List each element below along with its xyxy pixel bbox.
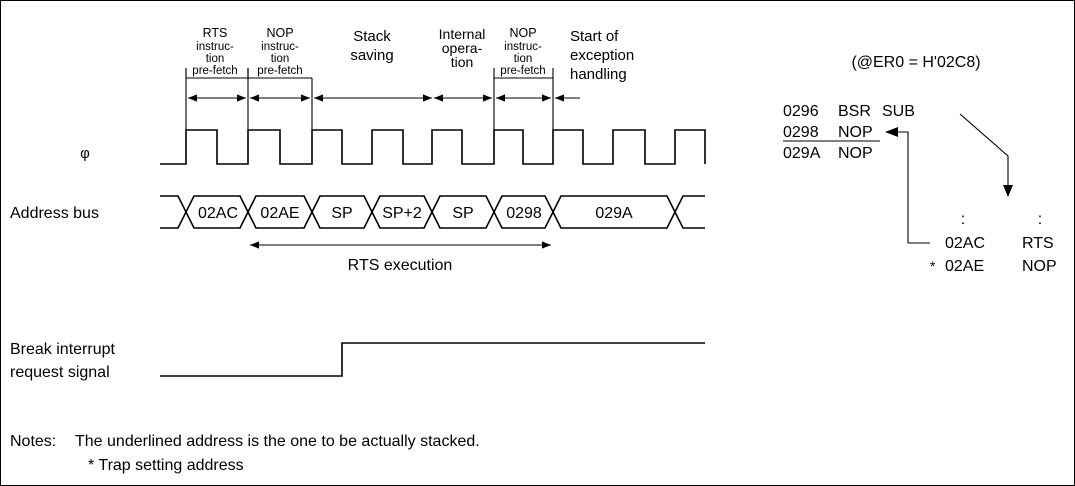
phase-4-line-3: tion [451,54,474,70]
address-bus-waveform [160,195,705,229]
phase-boundaries [185,68,554,130]
break-interrupt-waveform [160,342,705,377]
trap-marker: * [930,258,936,274]
clock-waveform [160,129,706,165]
addr-value-02ae: 02AE [260,205,299,222]
call-arrow-head [1003,185,1013,197]
phase-labels: RTS instruc- tion pre-fetch NOP instruc-… [192,26,634,83]
register-note: (@ER0 = H'02C8) [851,54,980,71]
addr-value-sp-2: SP [452,205,473,222]
mem-row-1-operand: SUB [882,103,915,120]
mem-sub-row-1-addr: 02AC [945,235,985,252]
mem-sub-row-2-mnemonic: NOP [1022,258,1057,275]
phase-1-line-4: pre-fetch [192,65,237,77]
phase-5-box [493,68,554,79]
addr-value-0298: 0298 [506,205,542,222]
break-interrupt-label-2: request signal [10,364,110,381]
phase-label-boxes [185,68,554,79]
addr-value-029a: 029A [595,205,633,222]
phase-2-line-3: tion [271,53,290,65]
phase-3-line-2: saving [350,47,393,64]
addr-value-02ac: 02AC [198,205,238,222]
phase-6-line-3: handling [570,66,627,83]
mem-sub-row-2-addr: 02AE [945,258,984,275]
phase-1-line-3: tion [206,53,225,65]
phase-1-line-1: RTS [203,26,228,40]
phase-5-line-2: instruc- [504,41,542,53]
address-bus-values: 02AC 02AE SP SP+2 SP 0298 029A [198,205,633,222]
rts-execution-label: RTS execution [348,257,453,274]
phase-3-line-1: Stack [353,28,391,45]
phase-internal-operation: Internal opera- tion [439,26,486,70]
phase-6-line-1: Start of [570,28,619,45]
return-arrow-head [885,127,898,137]
mem-row-2-mnemonic: NOP [838,124,873,141]
clock-label: φ [80,145,90,162]
mem-ellipsis-addr: : [961,211,965,228]
notes-line-1: The underlined address is the one to be … [75,433,480,450]
notes-line-2: * Trap setting address [88,457,244,474]
mem-row-3-addr: 029A [783,145,821,162]
phase-rts-prefetch: RTS instruc- tion pre-fetch [192,26,237,77]
memory-map: (@ER0 = H'02C8) 0296 BSR SUB 0298 NOP 02… [783,54,1057,275]
phase-2-line-1: NOP [266,26,293,40]
phase-2-line-4: pre-fetch [257,65,302,77]
addr-value-sp-plus-2: SP+2 [382,205,422,222]
mem-row-3-mnemonic: NOP [838,145,873,162]
mem-row-1-mnemonic: BSR [838,103,871,120]
phase-exception-start: Start of exception handling [570,28,634,83]
mem-sub-row-1-mnemonic: RTS [1022,235,1054,252]
phase-1-line-2: instruc- [196,41,234,53]
phase-4-line-1: Internal [439,26,486,42]
phase-nop-prefetch-2: NOP instruc- tion pre-fetch [500,26,545,77]
notes-heading: Notes: [10,433,56,450]
mem-ellipsis-mnemonic: : [1038,211,1042,228]
address-bus-label: Address bus [10,205,99,222]
phase-4-line-2: opera- [442,40,483,56]
break-interrupt-label-1: Break interrupt [10,341,115,358]
mem-row-2-addr: 0298 [783,124,819,141]
addr-value-sp-1: SP [331,205,352,222]
phase-5-line-1: NOP [509,26,536,40]
phase-2-line-2: instruc- [261,41,299,53]
phase-5-line-4: pre-fetch [500,65,545,77]
phase-6-line-2: exception [570,47,634,64]
phase-5-line-3: tion [514,53,533,65]
phase-nop-prefetch-1: NOP instruc- tion pre-fetch [257,26,302,77]
call-arrow-line [959,113,1009,195]
return-arrow-line [896,131,930,244]
mem-row-1-addr: 0296 [783,103,819,120]
phase-stack-saving: Stack saving [350,28,393,64]
notes: Notes: The underlined address is the one… [10,433,480,474]
